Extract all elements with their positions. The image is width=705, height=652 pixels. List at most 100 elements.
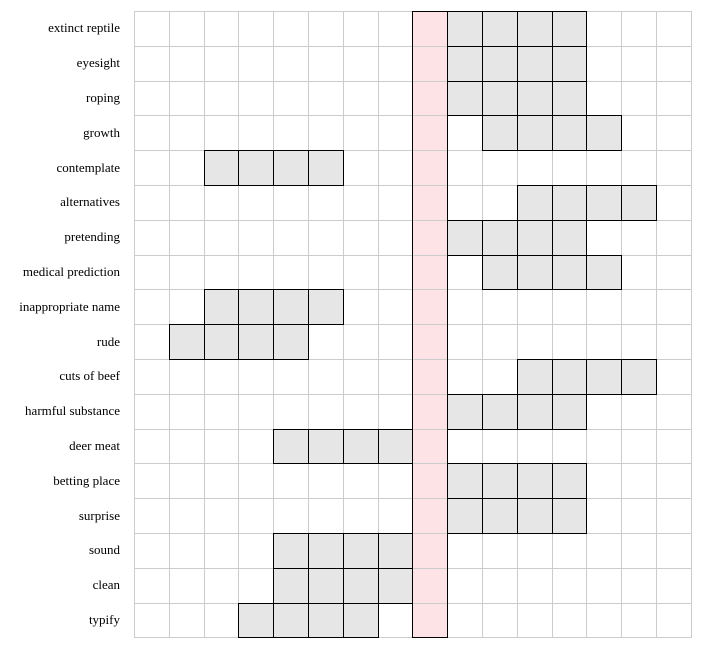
answer-cell[interactable]	[551, 498, 588, 534]
grid-cell	[586, 289, 623, 326]
answer-cell[interactable]	[482, 219, 518, 256]
grid-cell	[238, 567, 275, 604]
answer-cell[interactable]	[516, 11, 553, 47]
answer-cell[interactable]	[551, 11, 588, 47]
answer-cell[interactable]	[516, 45, 553, 82]
highlight-column-cell	[412, 498, 449, 534]
grid-cell	[273, 254, 309, 291]
answer-cell[interactable]	[551, 219, 588, 256]
answer-cell[interactable]	[238, 602, 275, 639]
grid-cell	[308, 254, 344, 291]
answer-cell[interactable]	[308, 428, 344, 465]
grid-cell	[203, 115, 240, 152]
answer-cell[interactable]	[586, 115, 623, 152]
answer-cell[interactable]	[377, 428, 414, 465]
answer-cell[interactable]	[447, 11, 483, 47]
answer-cell[interactable]	[482, 45, 518, 82]
answer-cell[interactable]	[308, 150, 344, 186]
grid-cell	[586, 11, 623, 47]
answer-cell[interactable]	[238, 150, 275, 186]
answer-cell[interactable]	[551, 115, 588, 152]
grid-cell	[308, 324, 344, 360]
answer-cell[interactable]	[586, 359, 623, 395]
answer-cell[interactable]	[516, 219, 553, 256]
answer-cell[interactable]	[203, 324, 240, 360]
answer-cell[interactable]	[551, 463, 588, 500]
answer-cell[interactable]	[551, 359, 588, 395]
answer-cell[interactable]	[377, 533, 414, 569]
answer-cell[interactable]	[273, 602, 309, 639]
answer-cell[interactable]	[621, 185, 657, 221]
answer-cell[interactable]	[238, 324, 275, 360]
answer-cell[interactable]	[551, 393, 588, 430]
answer-cell[interactable]	[447, 393, 483, 430]
grid-cell	[203, 45, 240, 82]
answer-cell[interactable]	[308, 567, 344, 604]
answer-cell[interactable]	[482, 393, 518, 430]
grid-cell	[273, 185, 309, 221]
grid-cell	[308, 45, 344, 82]
answer-cell[interactable]	[447, 219, 483, 256]
answer-cell[interactable]	[516, 463, 553, 500]
answer-cell[interactable]	[621, 359, 657, 395]
grid-cell	[168, 428, 205, 465]
answer-cell[interactable]	[273, 533, 309, 569]
answer-cell[interactable]	[273, 150, 309, 186]
answer-cell[interactable]	[516, 498, 553, 534]
answer-cell[interactable]	[447, 463, 483, 500]
answer-cell[interactable]	[586, 185, 623, 221]
grid-cell	[621, 11, 657, 47]
grid-cell	[586, 324, 623, 360]
answer-cell[interactable]	[342, 428, 379, 465]
grid-cell	[377, 602, 414, 639]
answer-cell[interactable]	[516, 393, 553, 430]
answer-cell[interactable]	[342, 533, 379, 569]
answer-cell[interactable]	[447, 80, 483, 117]
grid-cell	[238, 45, 275, 82]
answer-cell[interactable]	[308, 289, 344, 326]
answer-cell[interactable]	[273, 289, 309, 326]
answer-cell[interactable]	[308, 533, 344, 569]
grid-cell	[273, 219, 309, 256]
grid-cell	[342, 393, 379, 430]
answer-cell[interactable]	[551, 80, 588, 117]
grid-cell	[377, 45, 414, 82]
answer-cell[interactable]	[516, 254, 553, 291]
answer-cell[interactable]	[516, 359, 553, 395]
answer-cell[interactable]	[482, 115, 518, 152]
answer-cell[interactable]	[203, 150, 240, 186]
answer-cell[interactable]	[516, 80, 553, 117]
answer-cell[interactable]	[551, 185, 588, 221]
answer-cell[interactable]	[273, 567, 309, 604]
answer-cell[interactable]	[308, 602, 344, 639]
grid-cell	[516, 567, 553, 604]
answer-cell[interactable]	[273, 324, 309, 360]
answer-cell[interactable]	[447, 45, 483, 82]
answer-cell[interactable]	[377, 567, 414, 604]
answer-cell[interactable]	[168, 324, 205, 360]
answer-cell[interactable]	[516, 115, 553, 152]
answer-cell[interactable]	[551, 254, 588, 291]
answer-cell[interactable]	[342, 567, 379, 604]
grid-cell	[656, 185, 692, 221]
answer-cell[interactable]	[482, 80, 518, 117]
answer-cell[interactable]	[203, 289, 240, 326]
answer-cell[interactable]	[586, 254, 623, 291]
answer-cell[interactable]	[482, 463, 518, 500]
answer-cell[interactable]	[447, 498, 483, 534]
highlight-column-cell	[412, 219, 449, 256]
grid-cell	[621, 45, 657, 82]
answer-cell[interactable]	[551, 45, 588, 82]
grid-cell	[586, 80, 623, 117]
answer-cell[interactable]	[516, 185, 553, 221]
answer-cell[interactable]	[482, 498, 518, 534]
answer-cell[interactable]	[482, 11, 518, 47]
grid-cell	[656, 428, 692, 465]
answer-cell[interactable]	[482, 254, 518, 291]
answer-cell[interactable]	[238, 289, 275, 326]
answer-cell[interactable]	[273, 428, 309, 465]
grid-cell	[308, 393, 344, 430]
clue-label: growth	[83, 124, 120, 140]
answer-cell[interactable]	[342, 602, 379, 639]
grid-cell	[342, 498, 379, 534]
